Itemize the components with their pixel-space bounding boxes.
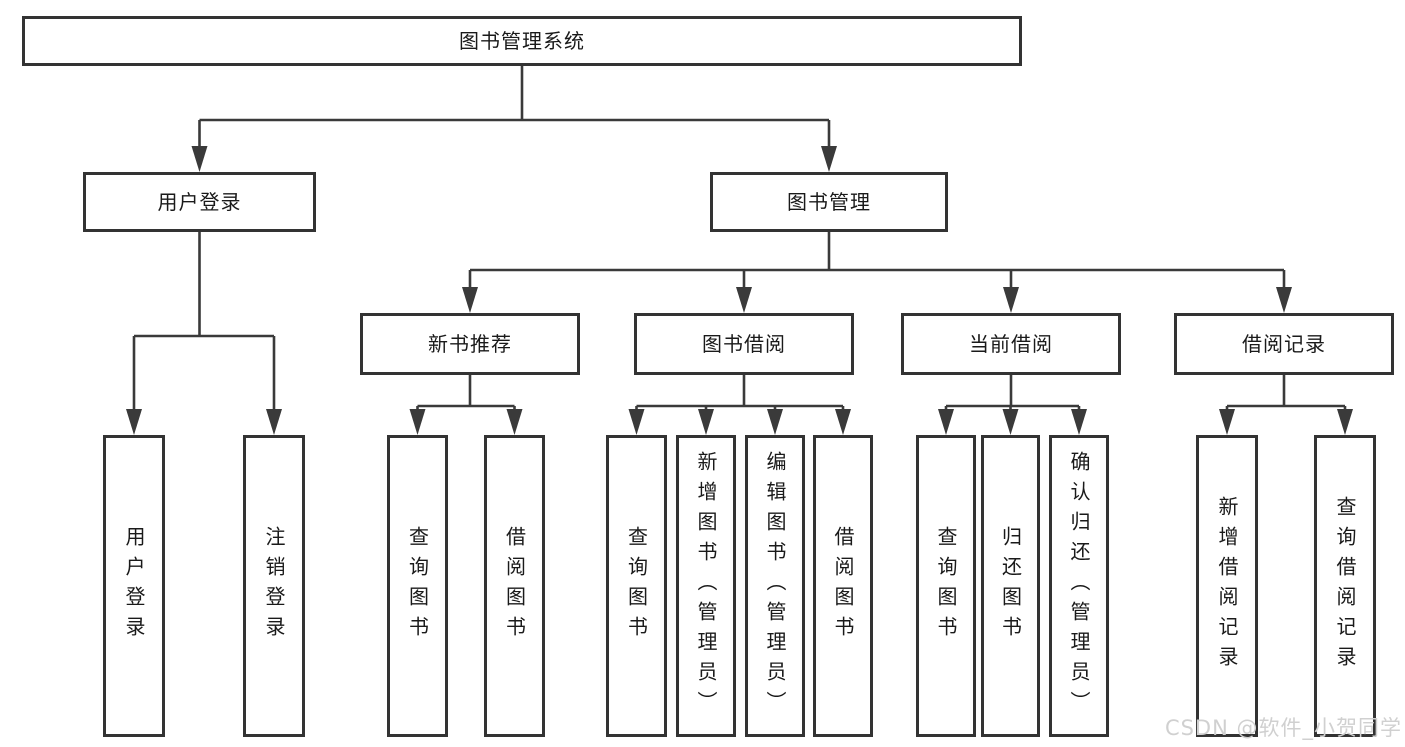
arrowhead-icon — [835, 409, 851, 435]
node-bb-borrow-books: 借阅图书 — [813, 435, 873, 737]
node-label: 注销登录 — [262, 526, 286, 646]
node-cb-return-books: 归还图书 — [981, 435, 1040, 737]
node-label: 查询图书 — [624, 526, 649, 646]
connector-path — [635, 375, 845, 415]
node-label: 图书管理系统 — [459, 29, 585, 53]
node-cb-confirm-return: 确认归还（管理员） — [1049, 435, 1109, 737]
node-br-add-record: 新增借阅记录 — [1196, 435, 1258, 737]
connector-borrow-records — [1219, 375, 1353, 435]
arrowhead-icon — [266, 409, 282, 435]
node-label: 新增借阅记录 — [1215, 496, 1239, 676]
node-label: 查询借阅记录 — [1333, 496, 1357, 676]
arrowhead-icon — [1003, 287, 1019, 313]
arrowhead-icon — [1219, 409, 1235, 435]
node-user-login: 用户登录 — [83, 172, 316, 232]
node-label: 借阅记录 — [1242, 332, 1326, 356]
node-label: 归还图书 — [998, 526, 1023, 646]
node-label: 图书借阅 — [702, 332, 786, 356]
arrowhead-icon — [1276, 287, 1292, 313]
node-br-query-record: 查询借阅记录 — [1314, 435, 1376, 737]
node-label: 用户登录 — [122, 526, 146, 646]
connector-path — [468, 232, 1286, 293]
arrowhead-icon — [628, 409, 645, 435]
node-book-mgmt: 图书管理 — [710, 172, 948, 232]
node-label: 用户登录 — [157, 190, 242, 214]
node-root: 图书管理系统 — [22, 16, 1022, 66]
node-rec-borrow-books: 借阅图书 — [484, 435, 545, 737]
connector-path — [132, 232, 276, 415]
watermark: CSDN @软件_小贺同学 — [1164, 716, 1402, 740]
arrowhead-icon — [191, 146, 208, 172]
node-label: 借阅图书 — [502, 526, 527, 646]
connector-root — [191, 66, 837, 172]
arrowhead-icon — [462, 287, 478, 313]
connector-new-book-rec — [409, 375, 523, 435]
node-leaf-logout: 注销登录 — [243, 435, 305, 737]
node-bb-query-books: 查询图书 — [606, 435, 667, 737]
node-label: 确认归还（管理员） — [1067, 451, 1091, 721]
arrowhead-icon — [821, 146, 837, 172]
node-borrow-records: 借阅记录 — [1174, 313, 1394, 375]
connector-path — [416, 375, 516, 415]
arrowhead-icon — [126, 409, 142, 435]
node-current-borrow: 当前借阅 — [901, 313, 1121, 375]
arrowhead-icon — [506, 409, 523, 435]
arrowhead-icon — [1002, 409, 1019, 435]
node-label: 当前借阅 — [969, 332, 1053, 356]
connector-path — [198, 66, 831, 152]
node-book-borrow: 图书借阅 — [634, 313, 854, 375]
node-label: 新增图书（管理员） — [694, 451, 718, 721]
node-cb-query-books: 查询图书 — [916, 435, 976, 737]
node-bb-edit-books: 编辑图书（管理员） — [745, 435, 805, 737]
connector-current-borrow — [938, 375, 1087, 435]
node-label: 查询图书 — [934, 526, 958, 646]
node-bb-add-books: 新增图书（管理员） — [676, 435, 736, 737]
node-new-book-rec: 新书推荐 — [360, 313, 580, 375]
connector-book-borrow — [628, 375, 851, 435]
node-label: 图书管理 — [787, 190, 871, 214]
connector-user-login — [126, 232, 282, 435]
connector-path — [1225, 375, 1347, 415]
arrowhead-icon — [1071, 409, 1087, 435]
arrowhead-icon — [736, 287, 752, 313]
node-label: 借阅图书 — [831, 526, 855, 646]
arrowhead-icon — [409, 409, 426, 435]
connector-book-mgmt — [462, 232, 1292, 313]
arrowhead-icon — [938, 409, 954, 435]
node-label: 编辑图书（管理员） — [763, 451, 787, 721]
arrowhead-icon — [1337, 409, 1353, 435]
node-rec-query-books: 查询图书 — [387, 435, 448, 737]
node-leaf-user-login: 用户登录 — [103, 435, 165, 737]
node-label: 新书推荐 — [428, 332, 512, 356]
node-label: 查询图书 — [405, 526, 430, 646]
arrowhead-icon — [698, 409, 714, 435]
arrowhead-icon — [767, 409, 783, 435]
